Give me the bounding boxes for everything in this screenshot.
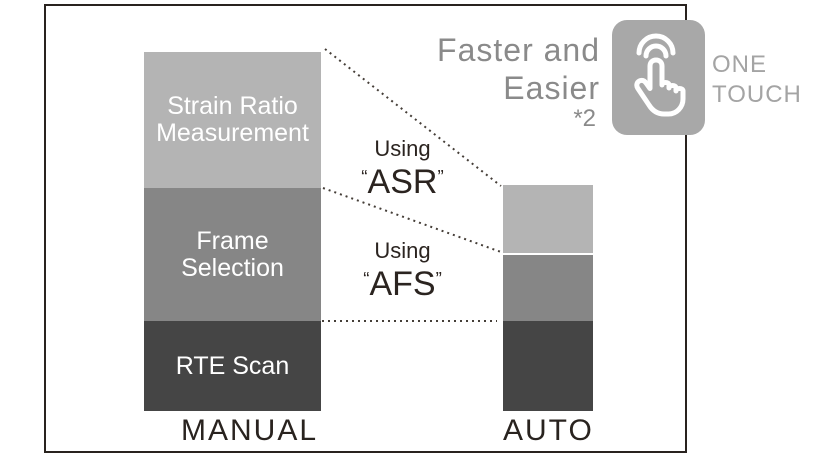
auto-bar — [503, 185, 593, 411]
segment-label-line: Selection — [181, 253, 284, 282]
auto-segment-strain-ratio — [503, 185, 593, 253]
one-touch-line2: TOUCH — [712, 81, 802, 108]
one-touch-line1: ONE — [712, 51, 768, 78]
asr-term-text: ASR — [367, 163, 438, 201]
headline-line2: Easier — [503, 70, 600, 106]
using-asr-annotation: Using “ASR” — [325, 136, 480, 199]
manual-bar: Strain Ratio Measurement Frame Selection… — [144, 52, 321, 411]
using-afs-word: Using — [374, 238, 431, 263]
segment-frame-selection: Frame Selection — [144, 188, 321, 321]
tap-outer-arc — [636, 33, 675, 56]
tap-hand-icon — [633, 33, 685, 117]
afs-open-quote: “ — [363, 268, 370, 289]
using-afs-annotation: Using “AFS” — [325, 238, 480, 301]
headline: Faster and Easier — [340, 31, 600, 107]
asr-close-quote: ” — [437, 166, 444, 187]
segment-strain-ratio-measurement: Strain Ratio Measurement — [144, 52, 321, 188]
segment-rte-scan: RTE Scan — [144, 321, 321, 411]
segment-label-line: Frame — [196, 226, 269, 255]
tap-inner-arc — [643, 43, 668, 59]
asr-term: “ASR” — [325, 162, 480, 199]
auto-segment-divider — [503, 253, 593, 255]
auto-segment-rte-scan — [503, 321, 593, 411]
one-touch-chip — [612, 20, 705, 135]
auto-axis-label: AUTO — [503, 414, 594, 447]
using-asr-word: Using — [374, 136, 431, 161]
segment-label-line: RTE Scan — [175, 351, 290, 380]
manual-axis-label: MANUAL — [180, 414, 319, 447]
auto-segment-frame-selection — [503, 255, 593, 321]
segment-label-line: Measurement — [156, 119, 309, 147]
one-touch-label: ONE TOUCH — [712, 50, 802, 110]
afs-term-text: AFS — [369, 265, 436, 303]
headline-line1: Faster and — [437, 32, 600, 68]
headline-footnote: *2 — [573, 105, 596, 132]
afs-close-quote: ” — [435, 268, 442, 289]
asr-open-quote: “ — [361, 166, 368, 187]
segment-label-line: Strain Ratio — [167, 92, 298, 120]
tap-hand-outline — [633, 57, 685, 117]
afs-term: “AFS” — [325, 264, 480, 301]
